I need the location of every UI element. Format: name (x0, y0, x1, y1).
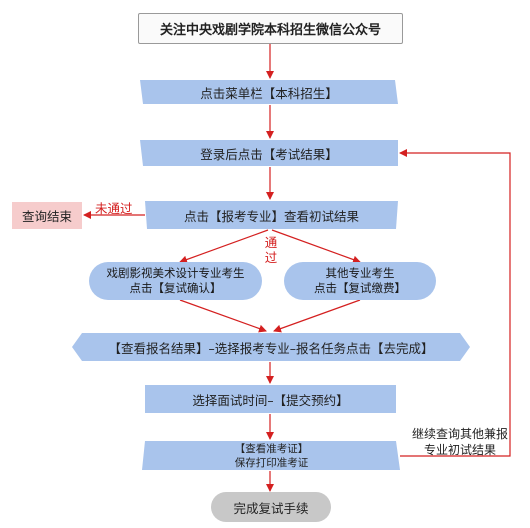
branch-left-line1: 戏剧影视美术设计专业考生 (106, 266, 245, 280)
step5-text: 选择面试时间–【提交预约】 (192, 392, 349, 408)
step4-shape (72, 333, 470, 361)
title-text: 关注中央戏剧学院本科招生微信公众号 (159, 23, 381, 38)
step1-shape (140, 80, 398, 104)
branch-right-line2: 点击【复试缴费】 (314, 281, 406, 295)
final-text: 完成复试手续 (233, 500, 309, 516)
step5-shape (145, 385, 396, 413)
loop-arrow (399, 149, 511, 457)
step4-text: 【查看报名结果】–选择报考专业–报名任务点击【去完成】 (108, 340, 434, 356)
step6-line1: 【查看准考证】 (234, 442, 309, 455)
step2-box: 登录后点击【考试结果】 (140, 140, 398, 166)
loop-label: 继续查询其他兼报 专业初试结果 (404, 426, 516, 458)
step4-box: 【查看报名结果】–选择报考专业–报名任务点击【去完成】 (76, 333, 466, 361)
arrow-left-to-step4 (179, 299, 267, 333)
step6-box: 【查看准考证】 保存打印准考证 (145, 441, 398, 470)
step5-box: 选择面试时间–【提交预约】 (145, 385, 396, 413)
branch-right-box: 其他专业考生 点击【复试缴费】 (284, 262, 436, 300)
pass-label-text: 通过 (264, 235, 278, 265)
arrow-right-to-step4 (273, 299, 361, 333)
end-query-text: 查询结束 (21, 209, 72, 224)
end-query-box: 查询结束 (12, 202, 82, 229)
step1-box: 点击菜单栏【本科招生】 (140, 80, 398, 104)
title-box: 关注中央戏剧学院本科招生微信公众号 (138, 13, 403, 44)
step6-line2: 保存打印准考证 (234, 456, 309, 469)
pass-label: 通过 (264, 235, 278, 265)
loop-label-line2: 专业初试结果 (423, 443, 496, 457)
step3-box: 点击【报考专业】查看初试结果 (145, 201, 398, 229)
step2-text: 登录后点击【考试结果】 (200, 146, 338, 162)
fail-label: 未通过 (95, 201, 133, 216)
step6-shape (142, 441, 400, 470)
branch-right-line1: 其他专业考生 (325, 266, 395, 280)
step1-text: 点击菜单栏【本科招生】 (200, 85, 338, 101)
loop-label-line1: 继续查询其他兼报 (411, 427, 508, 441)
branch-left-box: 戏剧影视美术设计专业考生 点击【复试确认】 (89, 262, 262, 300)
final-box: 完成复试手续 (211, 492, 331, 522)
step2-shape (140, 140, 398, 166)
step3-text: 点击【报考专业】查看初试结果 (183, 208, 359, 224)
arrow-to-right-branch (271, 229, 361, 264)
branch-left-line2: 点击【复试确认】 (129, 281, 222, 295)
step3-shape (145, 201, 398, 229)
arrow-to-left-branch (179, 229, 269, 264)
